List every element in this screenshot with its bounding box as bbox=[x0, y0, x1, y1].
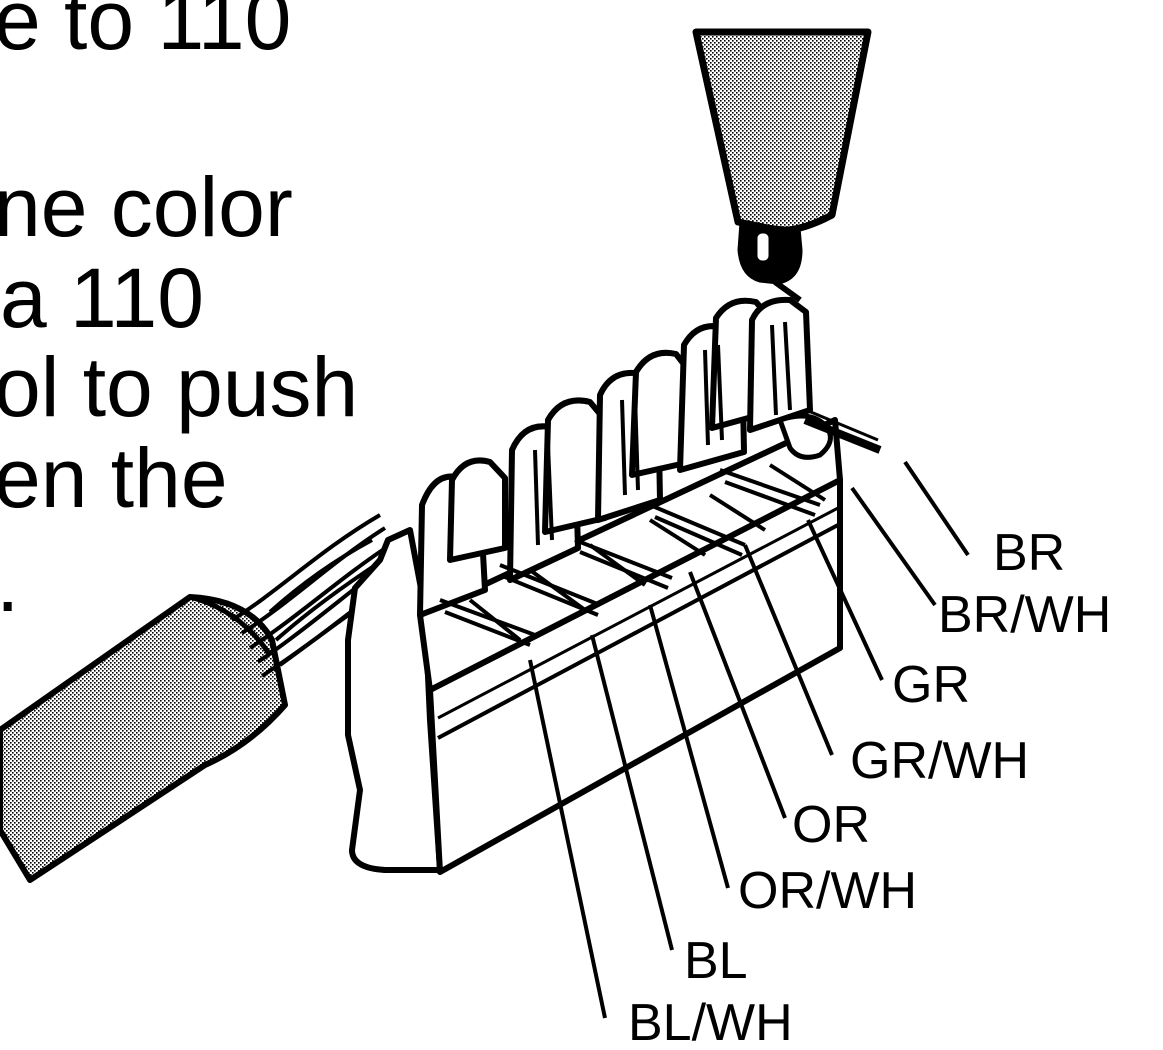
instruction-line-6: . bbox=[0, 540, 19, 624]
wire-bundle bbox=[230, 513, 397, 678]
punch-down-tool-icon bbox=[692, 28, 872, 303]
leader-lines bbox=[528, 460, 970, 1019]
instruction-line-3: a 110 bbox=[0, 251, 204, 345]
wire-label-gr: GR bbox=[892, 656, 970, 714]
instruction-line-5: en the bbox=[0, 431, 228, 525]
wire-label-bl: BL bbox=[684, 932, 748, 990]
wire-label-or: OR bbox=[792, 796, 870, 854]
wire-label-gr-wh: GR/WH bbox=[850, 732, 1029, 790]
instruction-line-1: e to 110 bbox=[0, 0, 292, 67]
110-connecting-block-icon bbox=[345, 296, 882, 875]
wire-label-br: BR bbox=[993, 524, 1065, 582]
instruction-line-4: ol to push bbox=[0, 340, 359, 434]
instruction-line-2: ne color bbox=[0, 160, 293, 254]
cable-jacket-icon bbox=[0, 594, 288, 883]
wire-label-or-wh: OR/WH bbox=[738, 862, 917, 920]
wire-label-br-wh: BR/WH bbox=[938, 586, 1111, 644]
wire-label-bl-wh: BL/WH bbox=[628, 994, 793, 1050]
